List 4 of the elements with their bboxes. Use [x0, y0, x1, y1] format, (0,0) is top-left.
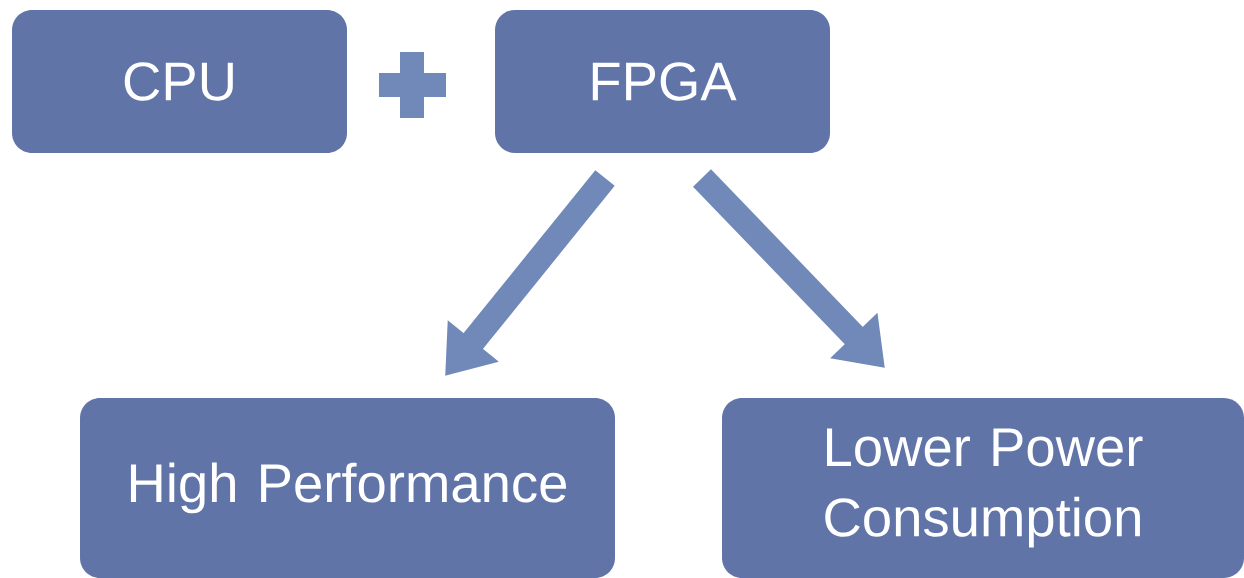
process-box: Lower Power Consumption — [722, 398, 1244, 578]
process-box: CPU — [12, 10, 347, 153]
process-box: FPGA — [495, 10, 830, 153]
process-box: High Performance — [80, 398, 615, 578]
